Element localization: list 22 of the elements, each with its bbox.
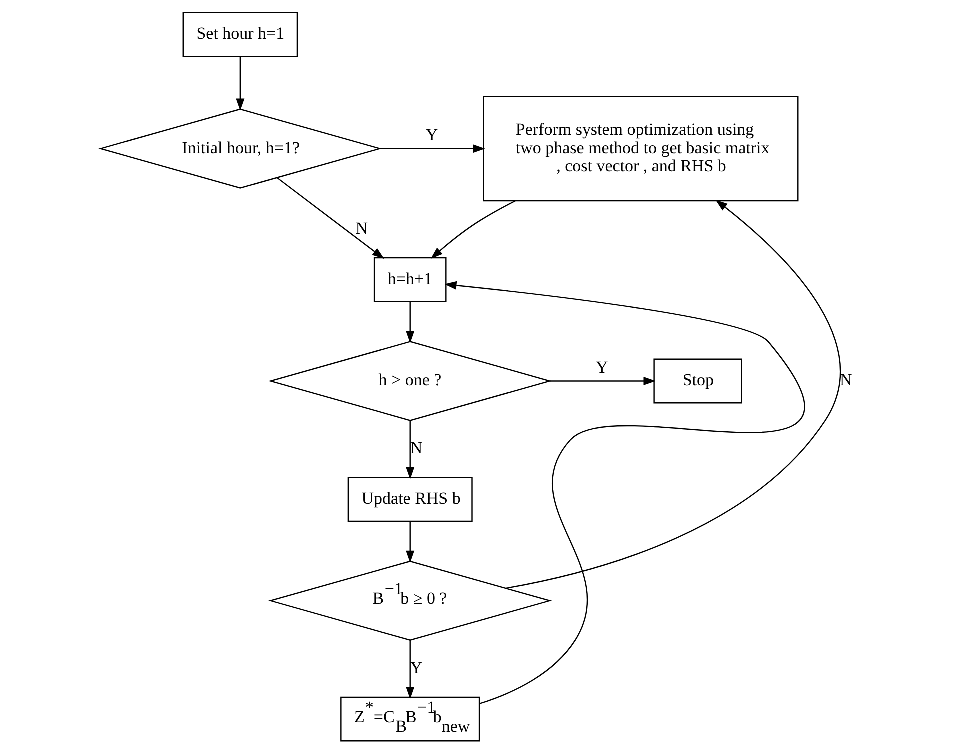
node-box: Stop [654, 358, 742, 404]
edge-label: N [840, 370, 852, 390]
node-box: Perform system optimization using two phase method to get basic matrix , cost vector , and RHS b [483, 96, 799, 202]
node-diamond: Initial hour, h=1? [98, 108, 382, 189]
arrow [406, 420, 415, 480]
arrow [430, 200, 516, 260]
node-box: Set hour h=1 [182, 12, 298, 58]
arrow [550, 377, 656, 386]
arrow [276, 177, 384, 260]
arrow [406, 640, 415, 700]
arrow [406, 302, 415, 344]
arrow [444, 281, 805, 705]
arrow [236, 56, 245, 111]
node-diamond: h > one ? [268, 341, 552, 422]
node-box: h=h+1 [374, 257, 447, 302]
node-box: Update RHS b [348, 477, 473, 522]
arrow [506, 200, 841, 590]
edge-label: Y [596, 358, 608, 377]
arrow [380, 144, 486, 154]
edge-label: N [356, 219, 368, 238]
arrow [406, 522, 415, 564]
edge-label: Y [426, 126, 438, 145]
